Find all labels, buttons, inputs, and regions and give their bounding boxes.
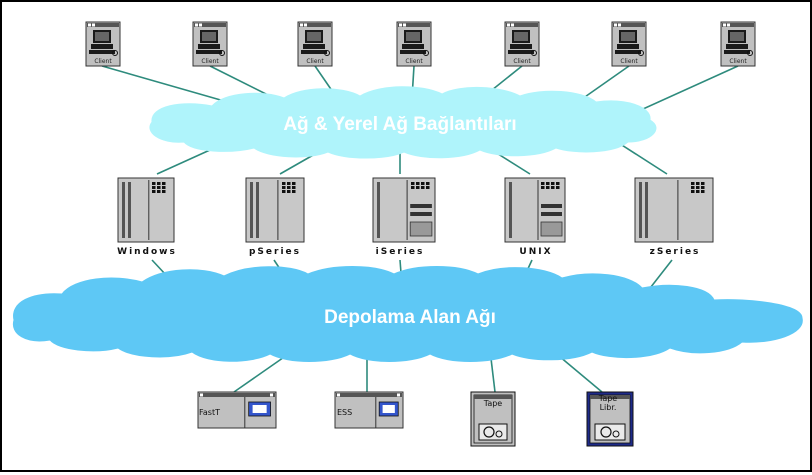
storage-tape: [470, 391, 516, 447]
server-windows: [117, 177, 175, 243]
clients: [85, 21, 756, 67]
client-computer: [297, 21, 333, 67]
client-computer: [192, 21, 228, 67]
servers: [117, 177, 714, 243]
lan-cloud: Ağ & Yerel Ağ Bağlantıları: [149, 86, 657, 159]
server-iseries: [372, 177, 436, 243]
server-unix: [504, 177, 566, 243]
storage-fastt: [197, 391, 277, 429]
lan-cloud-title: Ağ & Yerel Ağ Bağlantıları: [283, 114, 516, 135]
san-cloud-title: Depolama Alan Ağı: [324, 307, 496, 328]
server-zseries: [634, 177, 714, 243]
client-computer: [720, 21, 756, 67]
server-pseries: [245, 177, 305, 243]
storage-ess: [334, 391, 404, 429]
storage-devices: [197, 391, 634, 447]
storage-tapelib: [586, 391, 634, 447]
client-computer: [396, 21, 432, 67]
client-computer: [611, 21, 647, 67]
san-cloud: Depolama Alan Ağı: [12, 266, 803, 362]
link-client-7: [631, 65, 739, 115]
client-computer: [504, 21, 540, 67]
client-computer: [85, 21, 121, 67]
